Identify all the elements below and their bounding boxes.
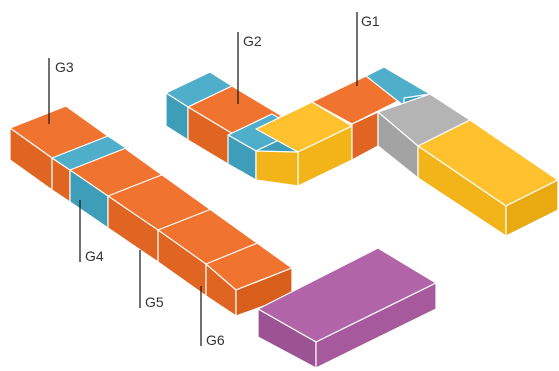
label-g1: G1 (361, 13, 380, 29)
label-g5-group: G5 (139, 250, 164, 310)
label-g4: G4 (85, 248, 104, 264)
purple-bar-front (315, 282, 437, 369)
right-yellow-bar-front (505, 179, 559, 237)
right-structure (165, 66, 559, 237)
label-g4-group: G4 (79, 200, 104, 264)
label-g1-group: G1 (356, 12, 380, 86)
label-g3-group: G3 (48, 58, 74, 124)
label-g2: G2 (243, 33, 262, 49)
purple-bar (257, 247, 437, 369)
left-bar-top-blue (51, 135, 127, 171)
left-bar (9, 105, 293, 317)
label-g3: G3 (55, 59, 74, 75)
label-g5: G5 (145, 294, 164, 310)
label-g2-group: G2 (237, 32, 262, 104)
label-g6-group: G6 (200, 286, 225, 348)
right-mid-yellow-left (255, 150, 299, 187)
label-g6: G6 (206, 332, 225, 348)
